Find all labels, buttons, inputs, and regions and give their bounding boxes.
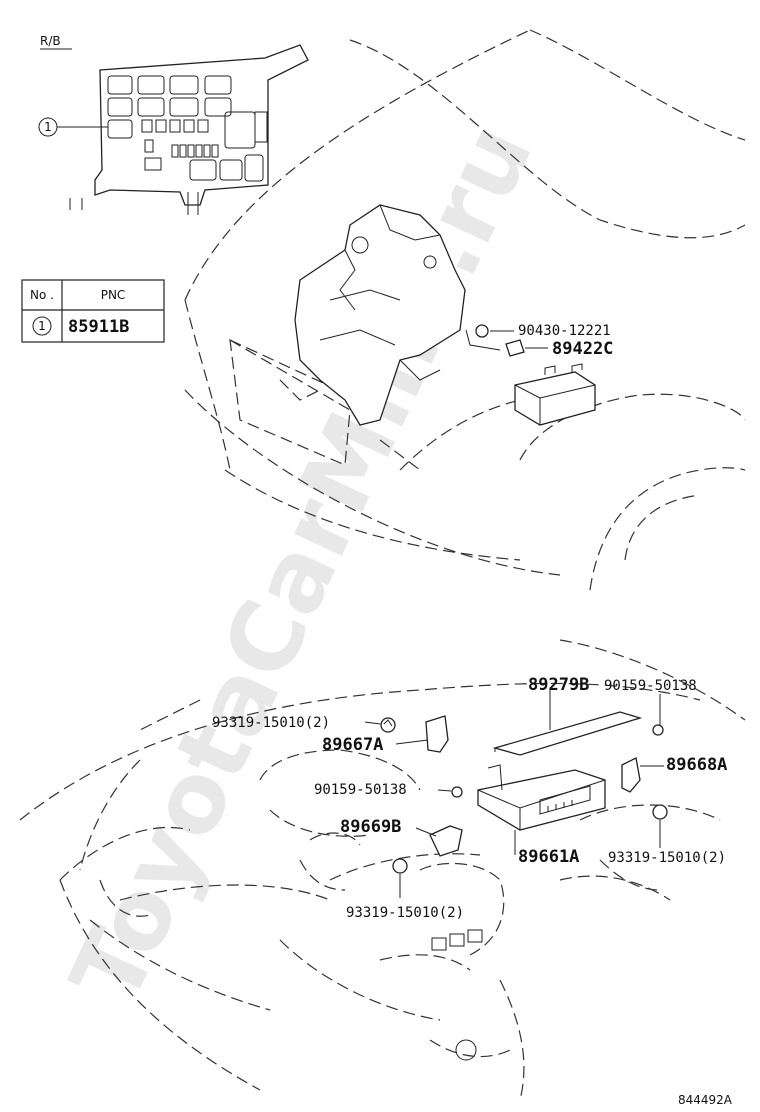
- ecu-main-89661a-icon: [477, 764, 606, 831]
- nut-right-label: 93319-15010(2): [608, 850, 726, 866]
- pnc-table-row-pnc: 85911B: [68, 317, 129, 337]
- screw-top-icon: [652, 724, 664, 736]
- engine-bolt-label: 90430-12221: [518, 323, 611, 339]
- bracket-right-a-label: 89668A: [666, 755, 727, 775]
- ecu-cover-label: 89279B: [528, 675, 589, 695]
- bracket-left-b-label: 89669B: [340, 817, 401, 837]
- relay-box-drawing: [69, 44, 309, 215]
- screw-top-label: 90159-50138: [604, 678, 697, 694]
- relay-box-callout: 1: [44, 120, 52, 134]
- bolt-90430-icon: [475, 324, 489, 338]
- sensor-89422c-icon: [505, 339, 525, 357]
- bracket-89669b-icon: [429, 825, 463, 857]
- vehicle-front-outline: [184, 29, 746, 591]
- nut-bottom-icon: [392, 858, 408, 874]
- pnc-table-row-circle: [32, 316, 52, 336]
- figure-code: 844492A: [678, 1093, 733, 1107]
- dashboard-outline: [19, 639, 746, 1101]
- nut-right-icon: [652, 804, 668, 820]
- nut-top-left-icon: [380, 717, 396, 733]
- watermark: ToyotaCarMine.ru: [49, 107, 554, 1019]
- battery-drawing: [514, 363, 596, 426]
- bracket-89667a-icon: [425, 715, 449, 753]
- ecu-cover-89279b-icon: [492, 711, 643, 756]
- pnc-table-row-no: 1: [38, 319, 46, 333]
- engine-drawing: [294, 204, 466, 426]
- pnc-table-header-no: No .: [30, 288, 54, 302]
- ecu-main-label: 89661A: [518, 847, 579, 867]
- relay-box-label: R/B: [40, 34, 61, 48]
- bracket-89668a-icon: [621, 757, 641, 793]
- nut-top-left-leader: [364, 721, 381, 725]
- nut-top-left-label: 93319-15010(2): [212, 715, 330, 731]
- screw-left-leader: [437, 789, 452, 792]
- pnc-table-header-pnc: PNC: [101, 288, 126, 302]
- bracket-89669b-leader: [415, 827, 437, 837]
- nut-top-left-mark: [383, 719, 393, 727]
- dash-vents: [431, 929, 483, 1061]
- sensor-wire: [465, 329, 501, 351]
- screw-left-label: 90159-50138: [314, 782, 407, 798]
- pnc-table: [21, 279, 165, 343]
- nut-bottom-label: 93319-15010(2): [346, 905, 464, 921]
- engine-sensor-label: 89422C: [552, 339, 613, 359]
- bracket-left-a-label: 89667A: [322, 735, 383, 755]
- bracket-89667a-leader: [395, 739, 429, 745]
- screw-left-icon: [451, 786, 463, 798]
